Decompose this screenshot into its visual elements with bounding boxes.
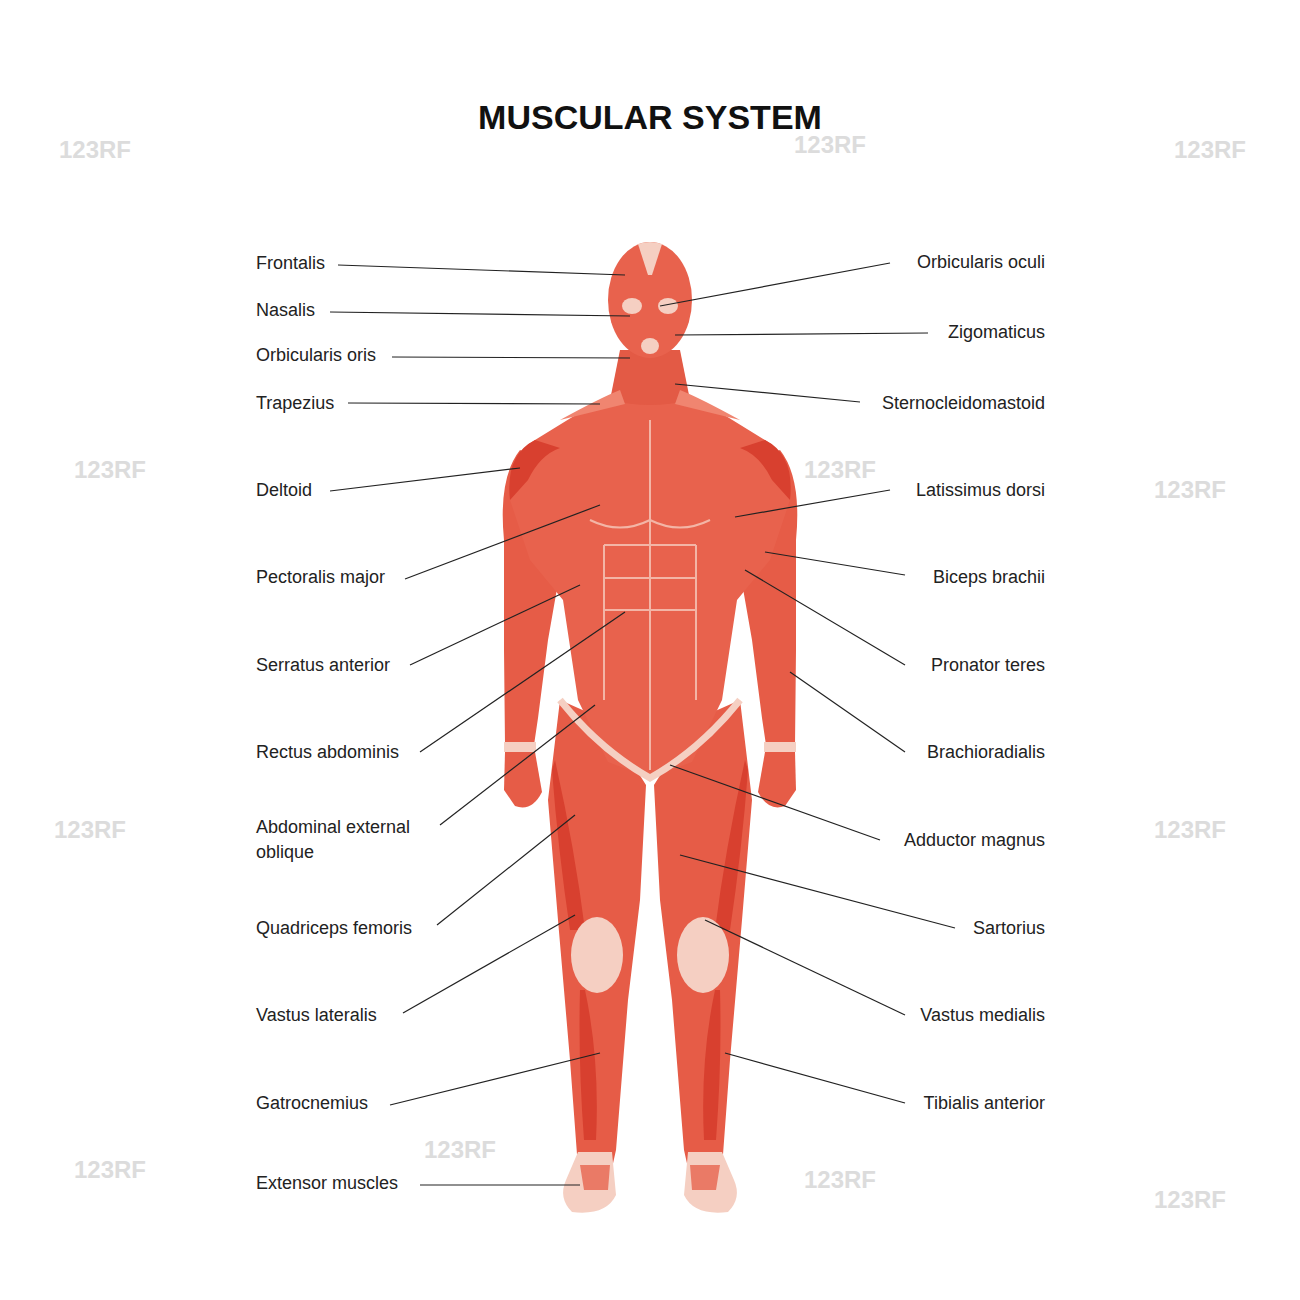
leader-line — [403, 915, 575, 1013]
leader-lines — [330, 263, 955, 1185]
muscle-label: Sartorius — [973, 916, 1045, 941]
watermark: 123RF — [1174, 136, 1246, 164]
watermark: 123RF — [804, 456, 876, 484]
muscle-label: Biceps brachii — [933, 565, 1045, 590]
muscle-label: Serratus anterior — [256, 653, 390, 678]
leader-line — [790, 672, 905, 752]
leader-line — [745, 570, 905, 665]
left-eye — [622, 298, 642, 314]
leader-line — [735, 490, 890, 517]
leader-line — [680, 855, 955, 928]
leader-line — [440, 705, 595, 825]
muscle-label: Adductor magnus — [904, 828, 1045, 853]
leader-line — [437, 815, 575, 925]
trapezius-shape — [560, 390, 740, 420]
muscle-label: Zigomaticus — [948, 320, 1045, 345]
right-wrist — [764, 742, 796, 752]
left-wrist — [504, 742, 536, 752]
leader-line — [725, 1053, 905, 1103]
watermark: 123RF — [804, 1166, 876, 1194]
muscle-label: Orbicularis oculi — [917, 250, 1045, 275]
muscle-label: Nasalis — [256, 298, 315, 323]
muscle-label: Frontalis — [256, 251, 325, 276]
watermark: 123RF — [1154, 816, 1226, 844]
muscle-label: Quadriceps femoris — [256, 916, 412, 941]
right-knee — [677, 917, 729, 993]
watermark: 123RF — [794, 131, 866, 159]
leader-line — [675, 333, 928, 335]
muscle-label: Vastus lateralis — [256, 1003, 377, 1028]
leader-line — [660, 263, 890, 306]
watermark: 123RF — [1154, 476, 1226, 504]
watermark: 123RF — [424, 1136, 496, 1164]
leader-line — [405, 505, 600, 579]
watermark: 123RF — [74, 456, 146, 484]
leader-line — [330, 468, 520, 491]
muscle-label: Extensor muscles — [256, 1171, 398, 1196]
leader-line — [338, 265, 625, 275]
leader-line — [410, 585, 580, 665]
muscle-label: Sternocleidomastoid — [882, 391, 1045, 416]
leader-line — [670, 765, 880, 840]
watermark: 123RF — [1154, 1186, 1226, 1214]
leader-line — [420, 1184, 580, 1185]
foot-muscle — [580, 1165, 720, 1190]
muscle-label: Latissimus dorsi — [916, 478, 1045, 503]
watermark: 123RF — [54, 816, 126, 844]
leader-line — [420, 612, 625, 752]
leader-line — [392, 357, 630, 358]
muscle-label: Rectus abdominis — [256, 740, 399, 765]
muscle-label: Abdominal external oblique — [256, 815, 436, 865]
torso — [510, 397, 790, 778]
muscle-label: Pectoralis major — [256, 565, 385, 590]
leader-line — [390, 1053, 600, 1105]
muscle-label: Trapezius — [256, 391, 334, 416]
leader-line — [765, 552, 905, 575]
leg-shading — [552, 760, 748, 1140]
watermark: 123RF — [59, 136, 131, 164]
chest-lines — [590, 420, 710, 770]
muscle-label: Pronator teres — [931, 653, 1045, 678]
mouth — [641, 338, 659, 354]
watermark: 123RF — [74, 1156, 146, 1184]
leader-line — [330, 312, 630, 316]
head — [608, 242, 692, 358]
muscle-label: Deltoid — [256, 478, 312, 503]
leader-line — [675, 384, 860, 402]
muscle-label: Vastus medialis — [920, 1003, 1045, 1028]
left-knee — [571, 917, 623, 993]
body-figure — [503, 242, 798, 1213]
muscle-label: Gatrocnemius — [256, 1091, 368, 1116]
leader-line — [348, 403, 600, 404]
muscle-label: Orbicularis oris — [256, 343, 376, 368]
diagram-title: MUSCULAR SYSTEM — [0, 98, 1300, 137]
muscle-label: Brachioradialis — [927, 740, 1045, 765]
muscle-label: Tibialis anterior — [924, 1091, 1045, 1116]
scalp — [638, 242, 662, 275]
leader-line — [705, 920, 905, 1015]
